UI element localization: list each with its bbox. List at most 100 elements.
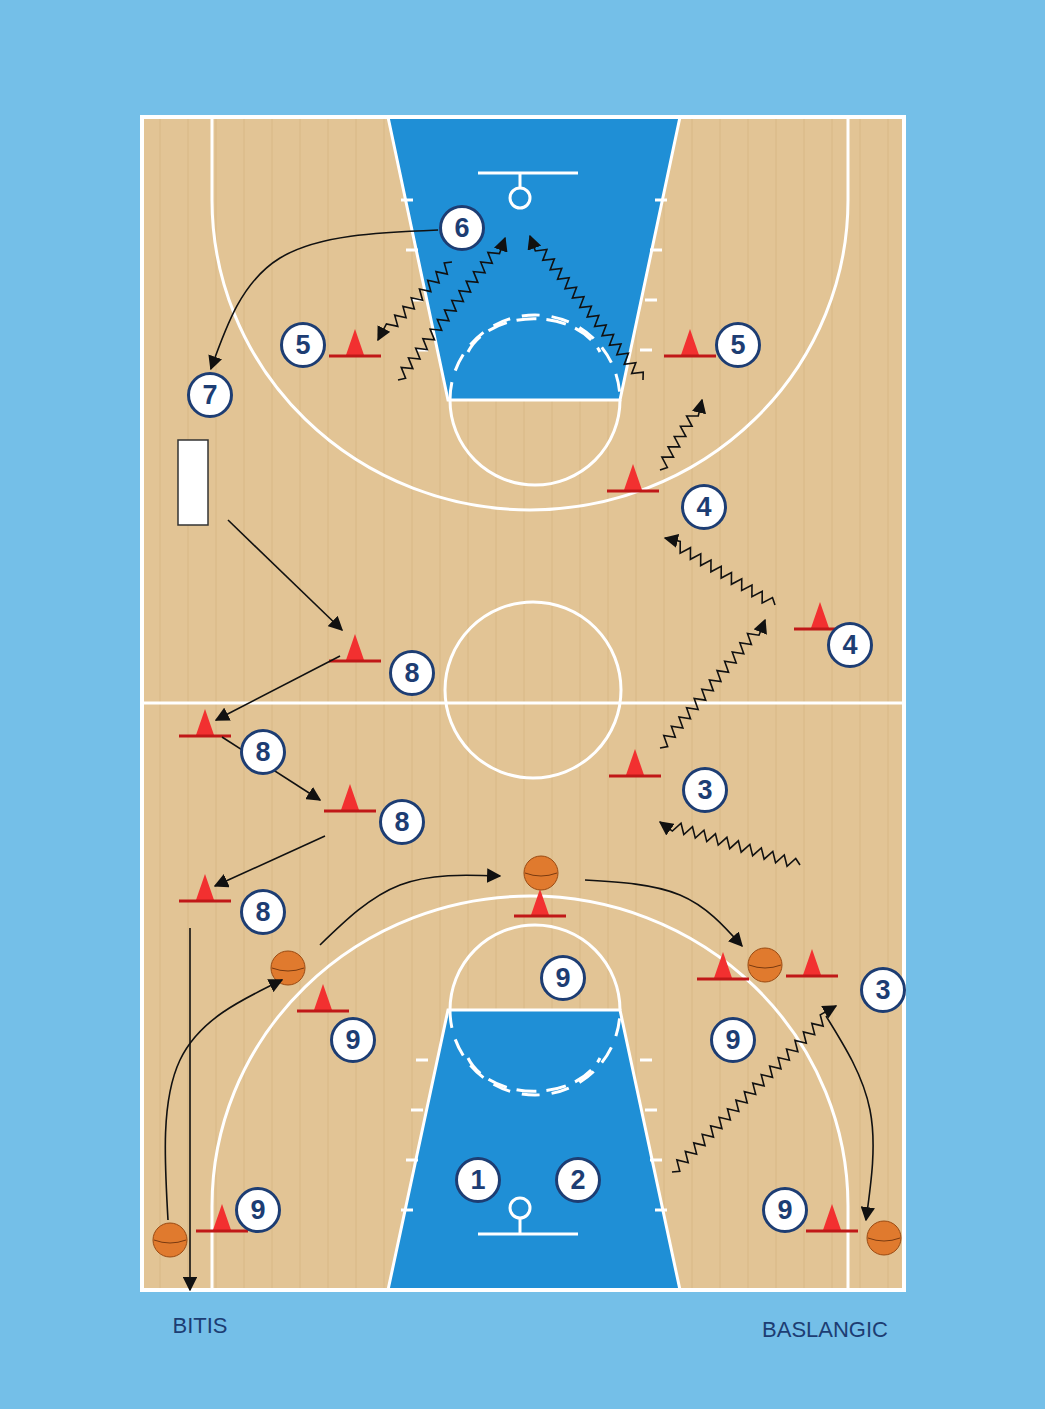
number-circle: 9 (762, 1187, 808, 1233)
number-circle: 6 (439, 205, 485, 251)
restricted-arc (468, 319, 600, 352)
cone-body (196, 709, 214, 735)
number-circle: 8 (240, 889, 286, 935)
ball-seam (154, 1240, 186, 1243)
lane-mark (406, 249, 418, 252)
cone-base (329, 355, 381, 358)
corner-label: BASLANGIC (762, 1317, 888, 1343)
cone-body (531, 889, 549, 915)
obstacle-box (178, 440, 208, 525)
corner-label: BITIS (172, 1313, 227, 1339)
number-circle: 9 (540, 955, 586, 1001)
cone-body (714, 952, 732, 978)
cone-body (624, 464, 642, 490)
key-area (388, 117, 680, 400)
lane-mark (650, 1159, 662, 1162)
ball-seam (525, 873, 557, 876)
ball-seam (868, 1238, 900, 1241)
hoop (510, 1198, 530, 1218)
callout-number: 4 (842, 632, 857, 659)
free-throw-circle (450, 400, 620, 485)
callout-number: 1 (470, 1167, 485, 1194)
number-circle: 5 (715, 322, 761, 368)
callout-number: 4 (696, 494, 711, 521)
cone (806, 1204, 858, 1231)
cone-body (681, 329, 699, 355)
run-arrow (189, 928, 191, 1290)
backboard (478, 172, 578, 175)
callout-number: 8 (394, 809, 409, 836)
callout-number: 9 (555, 965, 570, 992)
callout-number: 9 (345, 1027, 360, 1054)
lane-mark (401, 199, 413, 202)
lane-mark (640, 1059, 652, 1062)
number-circle: 1 (455, 1157, 501, 1203)
run-arrow (216, 656, 340, 720)
lane-mark (411, 1109, 423, 1112)
cone-base (329, 660, 381, 663)
court-border (142, 117, 904, 1290)
free-throw-circle (450, 1010, 620, 1095)
pass-arrow (826, 1016, 873, 1220)
cone (297, 984, 349, 1011)
cone-base (786, 975, 838, 978)
callout-number: 6 (454, 215, 469, 242)
dribble-arrow (398, 238, 505, 380)
cone-body (346, 329, 364, 355)
basketball (867, 1221, 901, 1255)
pass-arrow (165, 980, 282, 1220)
pass-arrow (585, 880, 742, 946)
center-line (142, 702, 904, 705)
number-circle: 8 (389, 650, 435, 696)
number-circle: 9 (710, 1017, 756, 1063)
cone-base (697, 978, 749, 981)
cone-base (609, 775, 661, 778)
lane-mark (650, 249, 662, 252)
number-circle: 3 (682, 767, 728, 813)
cone (329, 329, 381, 356)
dribble-arrow (530, 236, 643, 380)
number-circle: 9 (235, 1187, 281, 1233)
free-throw-circle (450, 315, 620, 400)
cone (514, 889, 566, 916)
pass-arrow (320, 875, 500, 945)
number-circle: 5 (280, 322, 326, 368)
backboard (478, 1233, 578, 1236)
callout-number: 3 (875, 977, 890, 1004)
cone-body (803, 949, 821, 975)
cone-base (179, 900, 231, 903)
cone-body (626, 749, 644, 775)
lane-mark (406, 1159, 418, 1162)
cone (324, 784, 376, 811)
cone (179, 874, 231, 901)
court-floor (142, 117, 904, 1290)
basketball (748, 948, 782, 982)
callout-number: 9 (725, 1027, 740, 1054)
callout-number: 8 (255, 899, 270, 926)
cone-body (314, 984, 332, 1010)
basketball (153, 1223, 187, 1257)
run-arrow (228, 520, 342, 630)
lane-mark (645, 299, 657, 302)
free-throw-circle (450, 925, 620, 1010)
lane-mark (416, 1059, 428, 1062)
cone-body (196, 874, 214, 900)
center-circle (445, 602, 621, 778)
hoop-neck (519, 1218, 522, 1234)
number-circle: 2 (555, 1157, 601, 1203)
three-point-line (212, 896, 848, 1290)
callout-number: 5 (295, 332, 310, 359)
dribble-arrow (672, 1006, 836, 1172)
number-circle: 3 (860, 967, 906, 1013)
dribble-arrow (660, 822, 800, 866)
run-arrow (215, 836, 325, 886)
callout-number: 2 (570, 1167, 585, 1194)
cone-body (811, 602, 829, 628)
lane-mark (640, 349, 652, 352)
ball-seam (749, 965, 781, 968)
lane-mark (645, 1109, 657, 1112)
callout-number: 9 (250, 1197, 265, 1224)
cone-body (823, 1204, 841, 1230)
cone-base (324, 810, 376, 813)
